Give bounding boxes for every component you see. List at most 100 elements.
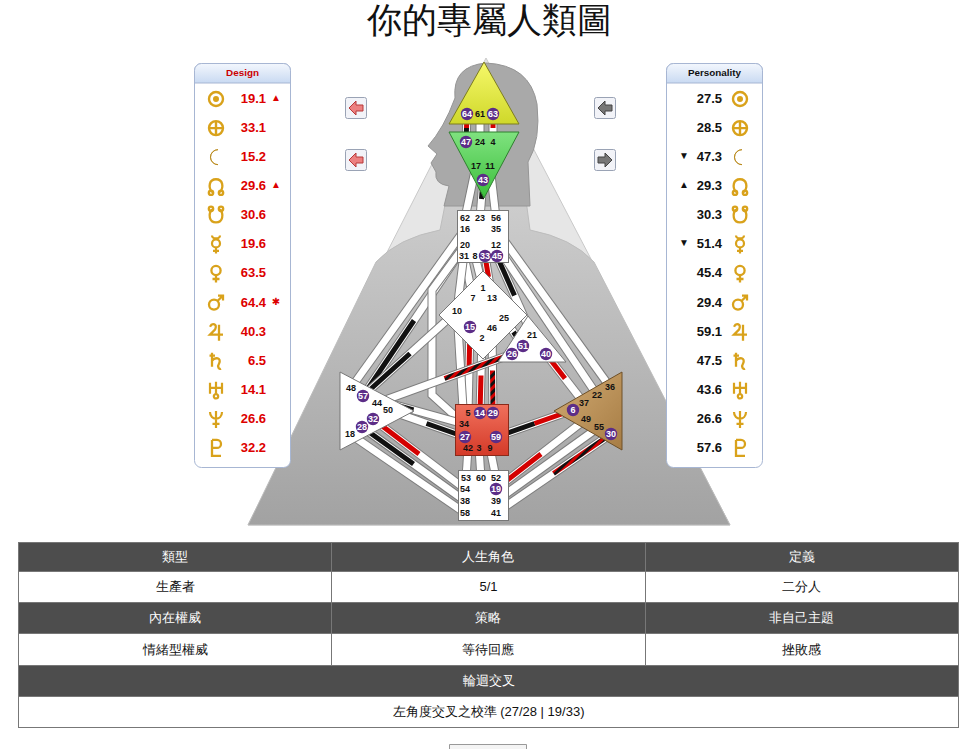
table-cell: 非自己主題 [645,602,959,634]
activation-value: 26.6 [241,412,266,425]
active-gate-dot [356,421,368,433]
gate-number: 3 [476,444,481,453]
table-cell: 挫敗感 [645,633,959,666]
activation-marker: ▼ [677,238,691,248]
activation-value: 47.3 [697,150,722,163]
activation-value: 33.1 [241,121,266,134]
gate-number: 24 [475,138,485,147]
activation-value: 43.6 [697,383,722,396]
table-header: 策略 [475,610,501,626]
activation-value: 40.3 [241,325,266,338]
gate-number: 10 [452,307,462,316]
energy-center: 536052541938395841 [458,470,509,521]
planet-symbol [734,324,747,340]
nav-button [595,150,616,171]
activation-panel: Personality27.528.5▼47.3▲29.330.3▼51.445… [666,63,763,468]
active-gate-dot [460,136,472,148]
gate-number: 9 [487,444,492,453]
table-header: 人生角色 [462,549,514,565]
table-cell: 內在權威 [18,602,332,634]
planet-symbol [733,179,747,195]
table-cell: 人生角色 [331,542,645,572]
arrow-icon [349,153,363,167]
gate-number: 52 [491,474,501,483]
gate-number: 41 [491,509,501,518]
gate-number: 59 [491,433,501,442]
gate-number: 50 [383,406,393,415]
center-outline [456,405,509,456]
activation-value: 6.5 [248,354,266,367]
planet-symbol [210,411,222,428]
gate-number: 58 [460,509,470,518]
channel [496,427,599,501]
active-gate-dot [540,348,552,360]
body-silhouette [248,200,730,525]
activation-value: 59.1 [697,325,722,338]
gate-number: 7 [470,294,475,303]
gate-number: 5 [465,409,470,418]
channel-body [496,427,599,501]
active-gate-dot [506,348,518,360]
channel-body [377,354,512,403]
table-header: 類型 [162,549,188,565]
active-gate-dot [517,340,529,352]
panel-heading: Personality [666,68,763,78]
channel-border [362,427,465,501]
table-value: 等待回應 [462,642,514,658]
planet-symbol [212,235,220,253]
gate-number: 56 [491,214,501,223]
gate-number: 12 [491,241,501,250]
gate-number: 45 [492,252,502,261]
activation-value: 28.5 [697,121,722,134]
activation-value: 26.6 [697,412,722,425]
active-gate-dot [367,413,379,425]
channel-border [350,434,465,513]
gate-number: 16 [460,225,470,234]
planet-symbol [209,179,223,195]
center-outline [554,372,622,450]
activation-value: 45.4 [697,266,722,279]
gate-number: 14 [475,409,485,418]
active-gate-dot [477,174,489,186]
gate-number: 30 [606,430,616,439]
table-value: 二分人 [782,579,821,595]
table-cell: 左角度交叉之校準 (27/28 | 19/33) [18,696,959,728]
planet-symbol [210,353,222,369]
gate-number: 60 [476,474,486,483]
active-gate-dot [490,483,502,495]
activation-value: 29.6 [241,179,266,192]
gate-number: 11 [485,162,495,171]
arrow-icon [349,101,363,115]
gate-number: 63 [488,110,498,119]
gate-number: 36 [605,383,615,392]
gate-number: 25 [499,314,509,323]
active-gate-dot [459,431,471,443]
gate-number: 27 [460,433,470,442]
panel-heading: Design [194,68,291,78]
planet-symbol [210,382,222,399]
channel-activation [377,354,512,403]
gate-number: 34 [459,420,469,429]
channel [350,434,465,513]
channel-border [377,354,512,403]
gate-number: 47 [461,138,471,147]
energy-center: 48574450322818 [338,370,416,452]
gate-number: 32 [368,415,378,424]
activation-marker: ▼ [677,151,691,161]
activation-marker: ▲ [677,180,691,190]
aura-triangle [248,58,730,525]
activation-marker: ▲ [269,93,283,103]
energy-center: 514293427594239 [455,404,509,456]
gate-number: 46 [487,324,497,333]
arrow-icon [598,101,612,115]
gate-number: 48 [346,384,356,393]
gate-number: 4 [490,138,495,147]
table-value: 情緒型權威 [143,642,208,658]
center-outline [449,132,519,198]
planet-symbol [735,266,744,283]
table-value: 生產者 [156,579,195,595]
gate-number: 17 [471,162,481,171]
energy-center: 646163 [448,60,520,126]
center-shape [338,370,416,452]
center-outline [458,211,509,263]
